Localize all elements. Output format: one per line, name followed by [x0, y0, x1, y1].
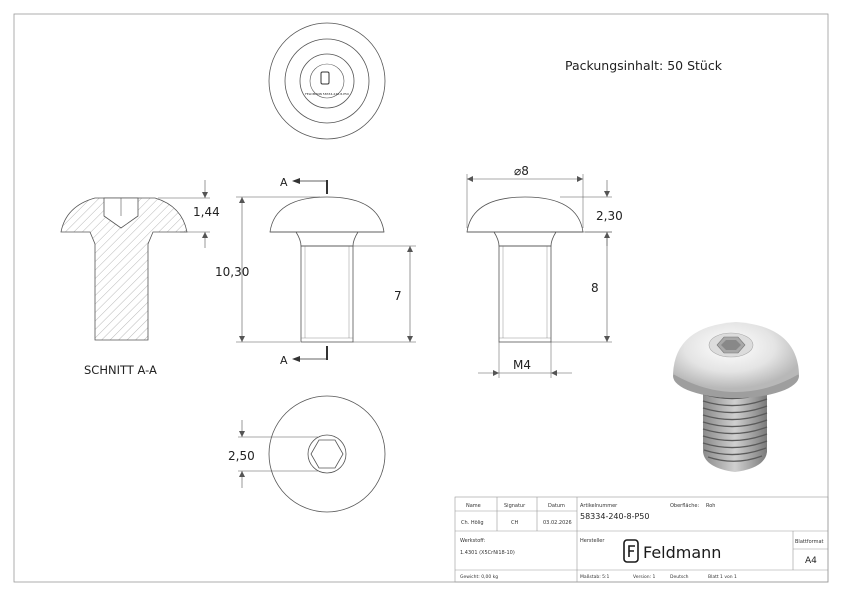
dim-thread-length: 8 — [591, 281, 599, 295]
tb-company-name: Feldmann — [643, 543, 721, 562]
tb-article-number: 58334-240-8-P50 — [580, 512, 649, 521]
svg-text:FELDMANN 58334-240-8-P50: FELDMANN 58334-240-8-P50 — [305, 92, 349, 96]
bottom-view: 2,50 — [228, 395, 386, 513]
feldmann-logo-icon — [623, 539, 639, 563]
dim-hex-size: 2,50 — [228, 449, 255, 463]
side-view: ⌀8 2,30 8 M4 — [466, 164, 623, 378]
tb-language: Deutsch — [670, 574, 689, 580]
packaging-content-text: Packungsinhalt: 50 Stück — [565, 58, 723, 73]
dim-head-height: 2,30 — [596, 209, 623, 223]
section-view: 1,44 SCHNITT A-A — [60, 180, 220, 377]
dim-section-head-height: 1,44 — [193, 205, 220, 219]
tb-col-signatur: Signatur — [504, 503, 526, 509]
dim-thread-size: M4 — [513, 358, 531, 372]
dim-head-diameter: ⌀8 — [514, 164, 529, 178]
tb-weight: Gewicht: 0,00 kg — [460, 574, 498, 580]
tb-author-name: Ch. Hölig — [461, 520, 484, 526]
tb-article-label: Artikelnummer — [580, 503, 618, 509]
tb-author-date: 03.02.2026 — [543, 520, 572, 526]
section-marker-bottom: A — [280, 354, 288, 367]
tb-col-name: Name — [466, 503, 481, 509]
title-block — [454, 496, 829, 583]
tb-col-datum: Datum — [548, 503, 565, 509]
tb-scale: Maßstab: 5:1 — [580, 574, 610, 580]
logo-mark — [320, 71, 330, 85]
section-label: SCHNITT A-A — [84, 363, 157, 377]
top-view: FELDMANN 58334-240-8-P50 — [268, 22, 386, 140]
tb-material-value: 1.4301 (X5CrNi18-10) — [460, 550, 515, 556]
dim-thread-length-side: 7 — [394, 289, 402, 303]
sheet-border — [13, 13, 829, 583]
dim-total-length: 10,30 — [215, 265, 249, 279]
front-view: A A 10,30 7 — [215, 176, 416, 367]
tb-sheet-format-label: Blattformat — [795, 539, 824, 545]
tb-author-signature: CH — [511, 520, 518, 526]
tb-surface-value: Roh — [706, 503, 715, 509]
tb-sheet-number: Blatt 1 von 1 — [708, 574, 737, 580]
isometric-render — [673, 322, 799, 472]
section-marker-top: A — [280, 176, 288, 189]
tb-manufacturer-label: Hersteller — [580, 538, 605, 544]
tb-surface-label: Oberfläche: — [670, 503, 699, 509]
tb-material-label: Werkstoff: — [460, 538, 486, 544]
tb-sheet-format-value: A4 — [805, 556, 817, 566]
tb-version: Version: 1 — [633, 574, 655, 580]
